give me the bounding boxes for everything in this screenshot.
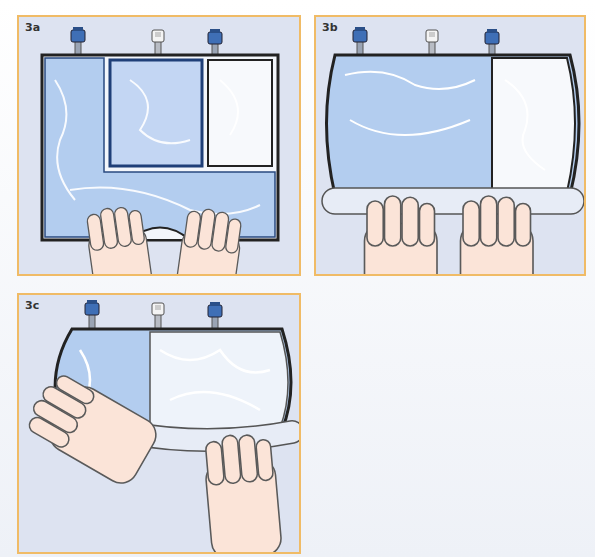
- step-number: 3b: [322, 21, 338, 34]
- step-number: 3a: [25, 21, 40, 34]
- step-number: 3c: [25, 299, 39, 312]
- step-panel: 3a: [17, 15, 301, 276]
- step-panel: 3c: [17, 293, 301, 554]
- step-panel: 3b: [314, 15, 586, 276]
